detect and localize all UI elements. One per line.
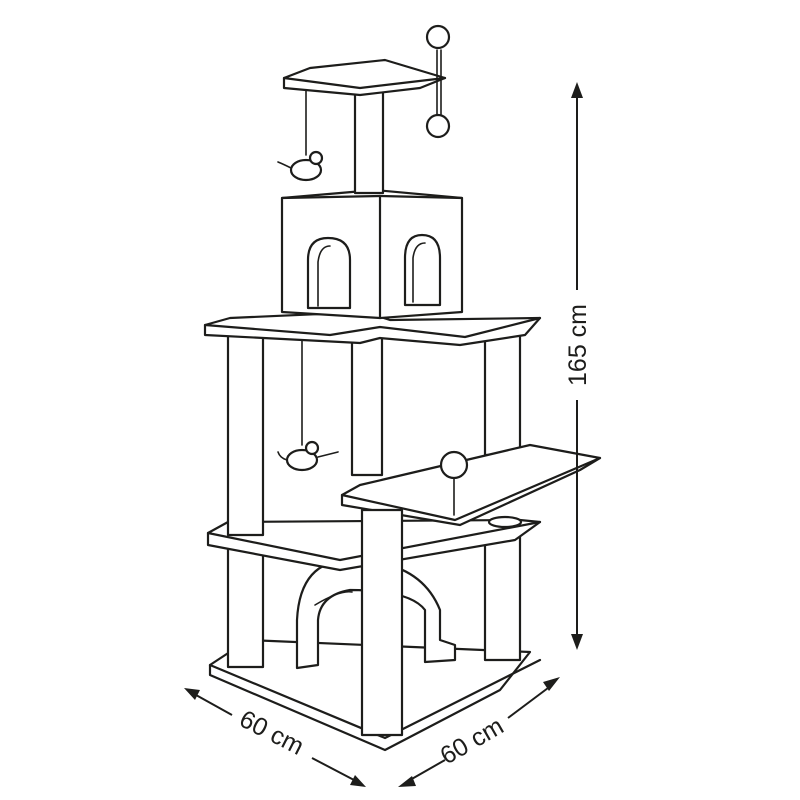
- ball-toy-icon: [439, 450, 469, 480]
- hanging-mouse-upper: [277, 89, 324, 182]
- front-post: [360, 508, 404, 737]
- ball-toy-icon: [425, 24, 451, 50]
- ball-toy-platform: [439, 450, 469, 516]
- height-dimension: 165 cm: [564, 82, 592, 650]
- top-platform: [282, 58, 447, 97]
- ball-toy-icon: [425, 113, 451, 139]
- height-label: 165 cm: [564, 304, 592, 386]
- ball-toys-top: [425, 24, 451, 139]
- width-right-label: 60 cm: [436, 712, 509, 770]
- top-post: [353, 83, 385, 195]
- side-platform: [340, 443, 602, 529]
- hanging-mouse-lower: [277, 339, 339, 472]
- mouse-toy-icon: [277, 440, 339, 472]
- mouse-toy-icon: [277, 150, 324, 182]
- cat-house: [280, 188, 464, 320]
